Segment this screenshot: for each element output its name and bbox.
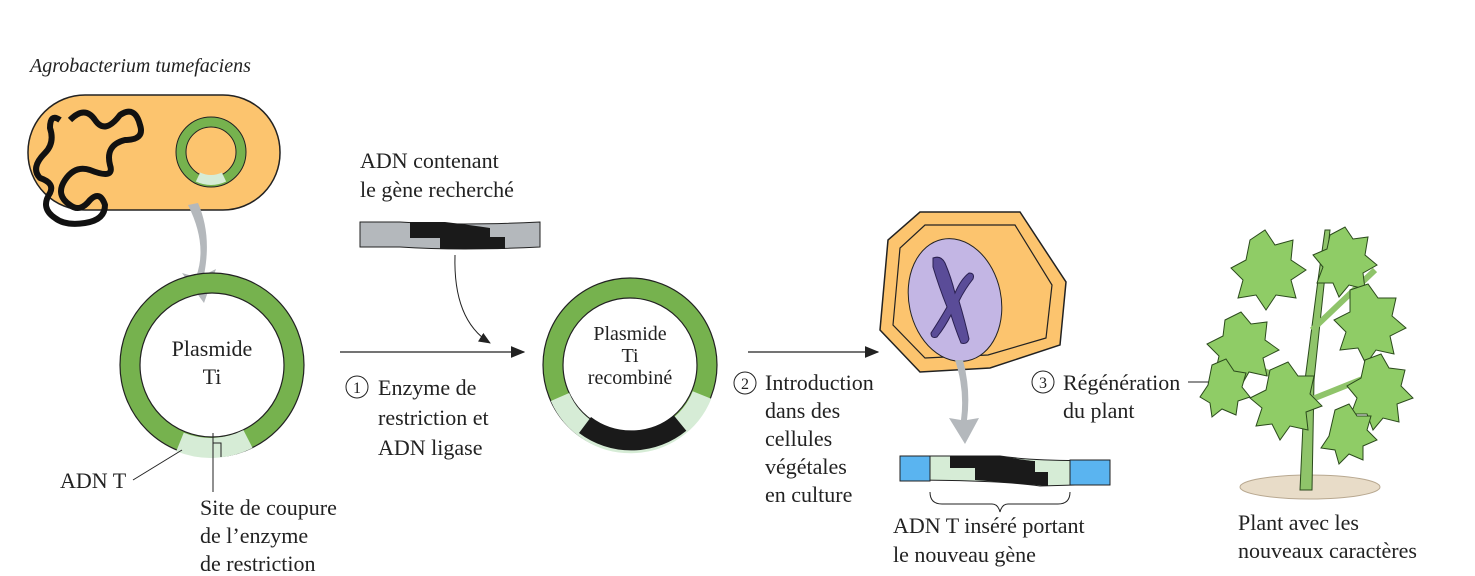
gene-dna-label: ADN contenant bbox=[360, 148, 499, 173]
step-text: en culture bbox=[765, 482, 852, 507]
inserted-label: le nouveau gène bbox=[893, 542, 1036, 567]
step-text: Régénération bbox=[1063, 370, 1180, 395]
site-label: de restriction bbox=[200, 551, 315, 576]
inserted-label: ADN T inséré portant bbox=[893, 513, 1085, 538]
donor-dna-strip bbox=[359, 221, 541, 250]
step-text: du plant bbox=[1063, 398, 1135, 423]
step-text: cellules bbox=[765, 426, 832, 451]
recombined-label: Ti bbox=[621, 345, 639, 367]
organism-label: Agrobacterium tumefaciens bbox=[28, 55, 251, 77]
inserted-dna-strip bbox=[899, 455, 1111, 487]
recombined-label: recombiné bbox=[588, 367, 673, 389]
bacterium bbox=[27, 94, 281, 227]
step-2: 2 Introduction dans des cellules végétal… bbox=[733, 370, 874, 507]
adn-t-label: ADN T bbox=[60, 468, 127, 493]
step-1: 1 Enzyme de restriction et ADN ligase bbox=[345, 375, 489, 460]
plasmid-label: Plasmide bbox=[172, 336, 253, 361]
step-text: dans des bbox=[765, 398, 840, 423]
plant-label: Plant avec les bbox=[1238, 510, 1359, 535]
step-number: 1 bbox=[353, 380, 361, 397]
gene-dna-label: le gène recherché bbox=[360, 177, 514, 202]
recombined-label: Plasmide bbox=[593, 323, 666, 345]
step-text: ADN ligase bbox=[378, 435, 482, 460]
gray-arrow-icon bbox=[949, 360, 979, 444]
step-number: 2 bbox=[741, 376, 749, 393]
step-text: restriction et bbox=[378, 405, 489, 430]
step-text: Introduction bbox=[765, 370, 874, 395]
plant-cell bbox=[879, 211, 1067, 373]
chromosome-icon bbox=[930, 256, 974, 344]
step-text: végétales bbox=[765, 454, 847, 479]
step-number: 3 bbox=[1039, 375, 1047, 392]
plasmid-ti: Plasmide Ti bbox=[119, 272, 305, 458]
site-label: de l’enzyme bbox=[200, 523, 308, 548]
site-label: Site de coupure bbox=[200, 495, 337, 520]
step-3: 3 Régénération du plant bbox=[1031, 370, 1212, 423]
plant-label: nouveaux caractères bbox=[1238, 538, 1417, 563]
bacterial-chromosome bbox=[33, 108, 144, 227]
brace bbox=[929, 491, 1071, 513]
recombined-plasmid: Plasmide Ti recombiné bbox=[542, 277, 718, 454]
plasmid-label-ti: Ti bbox=[203, 364, 222, 389]
tomato-plant bbox=[1199, 226, 1414, 500]
step-text: Enzyme de bbox=[378, 375, 476, 400]
